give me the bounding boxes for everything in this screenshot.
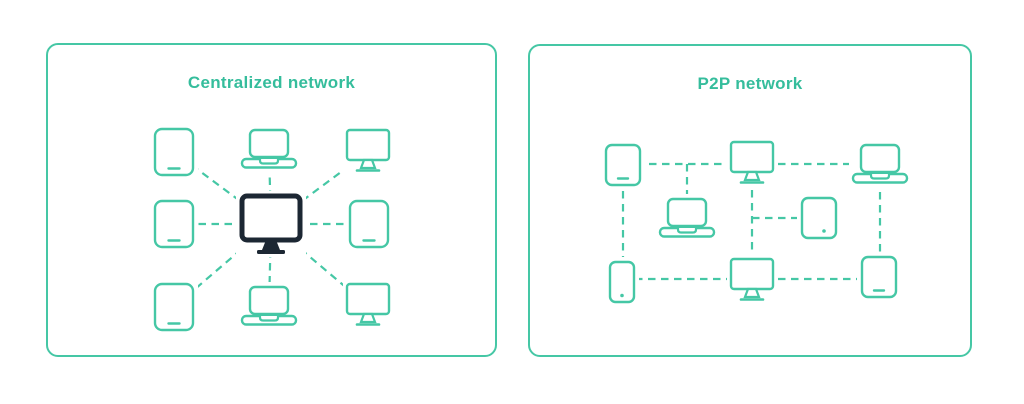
p2p-network-panel: P2P network bbox=[528, 44, 972, 357]
desktop-hub-icon bbox=[236, 191, 306, 257]
tablet-icon bbox=[345, 196, 393, 252]
monitor-icon bbox=[343, 280, 393, 330]
tablet-icon bbox=[150, 196, 198, 252]
tablet-icon bbox=[797, 193, 841, 243]
panel-title: P2P network bbox=[697, 74, 803, 93]
monitor-icon bbox=[727, 138, 777, 188]
monitor-icon bbox=[343, 126, 393, 176]
centralized-network-panel: Centralized network bbox=[46, 43, 497, 357]
laptop-icon bbox=[238, 125, 300, 175]
tablet-icon bbox=[601, 140, 645, 190]
tablet-icon bbox=[150, 124, 198, 180]
laptop-icon bbox=[656, 194, 718, 244]
centralized-network-diagram bbox=[150, 124, 393, 335]
laptop-icon bbox=[238, 282, 300, 332]
phone-icon bbox=[605, 257, 639, 307]
tablet-icon bbox=[857, 252, 901, 302]
tablet-icon bbox=[150, 279, 198, 335]
laptop-icon bbox=[849, 140, 911, 190]
panel-title: Centralized network bbox=[187, 73, 356, 92]
p2p-network-diagram bbox=[601, 138, 911, 307]
monitor-icon bbox=[727, 255, 777, 305]
